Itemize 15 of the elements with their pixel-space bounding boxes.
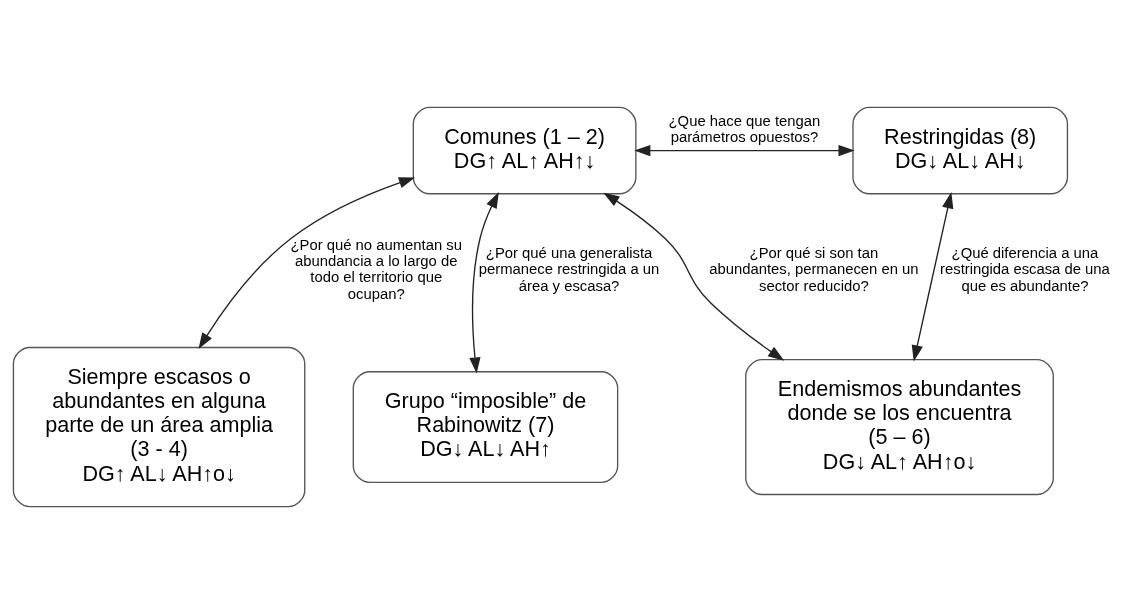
edge-label: ¿Que hace que tengan parámetros opuestos? xyxy=(668,113,821,146)
edge-label: ¿Por qué si son tan abundantes, permanecen en un sector reducido? xyxy=(709,245,919,294)
arrow xyxy=(634,144,855,157)
node-box: Restringidas (8) DG↓ AL↓ AH↓ xyxy=(852,106,1069,195)
edge-label: ¿Por qué una generalista permanece restringida a un área y escasa? xyxy=(478,245,660,294)
arrow xyxy=(911,192,954,362)
arrow xyxy=(198,177,416,350)
node-box: Endemismos abundantes donde se los encuentra (5 – 6) DG↓ AL↑ AH↑o↓ xyxy=(745,358,1054,496)
edge-label: ¿Por qué no aumentan su abundancia a lo largo de todo el territorio que ocupan? xyxy=(290,237,462,302)
node-box: Siempre escasos o abundantes en alguna parte de un área amplia (3 - 4) DG↑ AL↓ AH↑o↓ xyxy=(12,346,306,508)
node-box: Grupo “imposible” de Rabinowitz (7) DG↓ AL↓ AH↑ xyxy=(352,371,619,483)
edge-label: ¿Qué diferencia a una restringida escasa de una que es abundante? xyxy=(940,245,1110,294)
arrow xyxy=(603,192,785,361)
arrow xyxy=(469,191,499,374)
node-box: Comunes (1 – 2) DG↑ AL↑ AH↑↓ xyxy=(412,106,637,195)
